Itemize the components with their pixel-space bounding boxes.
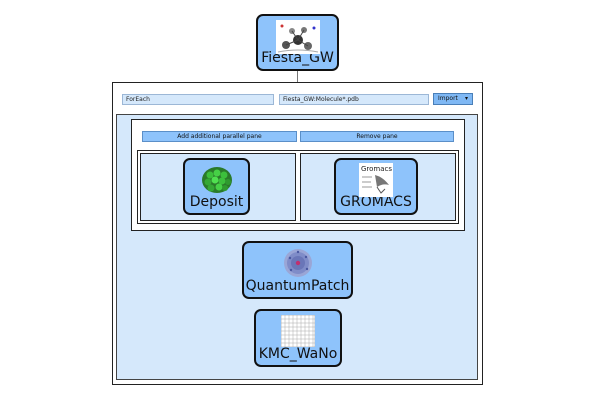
fiesta-gw-label: Fiesta_GW [261, 50, 334, 66]
quantumpatch-icon [283, 249, 312, 277]
file-pattern-input[interactable]: Fiesta_GW:Molecule*.pdb [279, 94, 429, 105]
connector-line [297, 70, 298, 83]
kmc-wano-label: KMC_WaNo [258, 346, 338, 362]
deposit-cluster-icon [201, 167, 232, 193]
gromacs-node[interactable]: Gromacs GROMACS [334, 158, 418, 215]
chevron-down-icon: ▾ [464, 95, 468, 102]
remove-pane-button[interactable]: Remove pane [300, 131, 454, 142]
kmc-wano-node[interactable]: KMC_WaNo [254, 309, 342, 367]
deposit-node[interactable]: Deposit [183, 158, 250, 215]
quantumpatch-label: QuantumPatch [245, 278, 350, 294]
gromacs-label: GROMACS [340, 194, 412, 210]
gromacs-logo-title: Gromacs [361, 165, 392, 173]
import-dropdown-button[interactable]: Import ▾ [433, 93, 473, 105]
add-parallel-pane-button[interactable]: Add additional parallel pane [142, 131, 297, 142]
gromacs-logo-icon: Gromacs [359, 163, 393, 197]
fiesta-molecule-icon [275, 20, 320, 54]
kmc-grid-icon [281, 315, 315, 347]
fiesta-gw-node[interactable]: Fiesta_GW [256, 14, 339, 71]
foreach-iterator-input[interactable]: ForEach [122, 94, 274, 105]
quantumpatch-node[interactable]: QuantumPatch [242, 241, 353, 299]
import-label: Import [438, 95, 458, 102]
deposit-label: Deposit [189, 194, 244, 210]
